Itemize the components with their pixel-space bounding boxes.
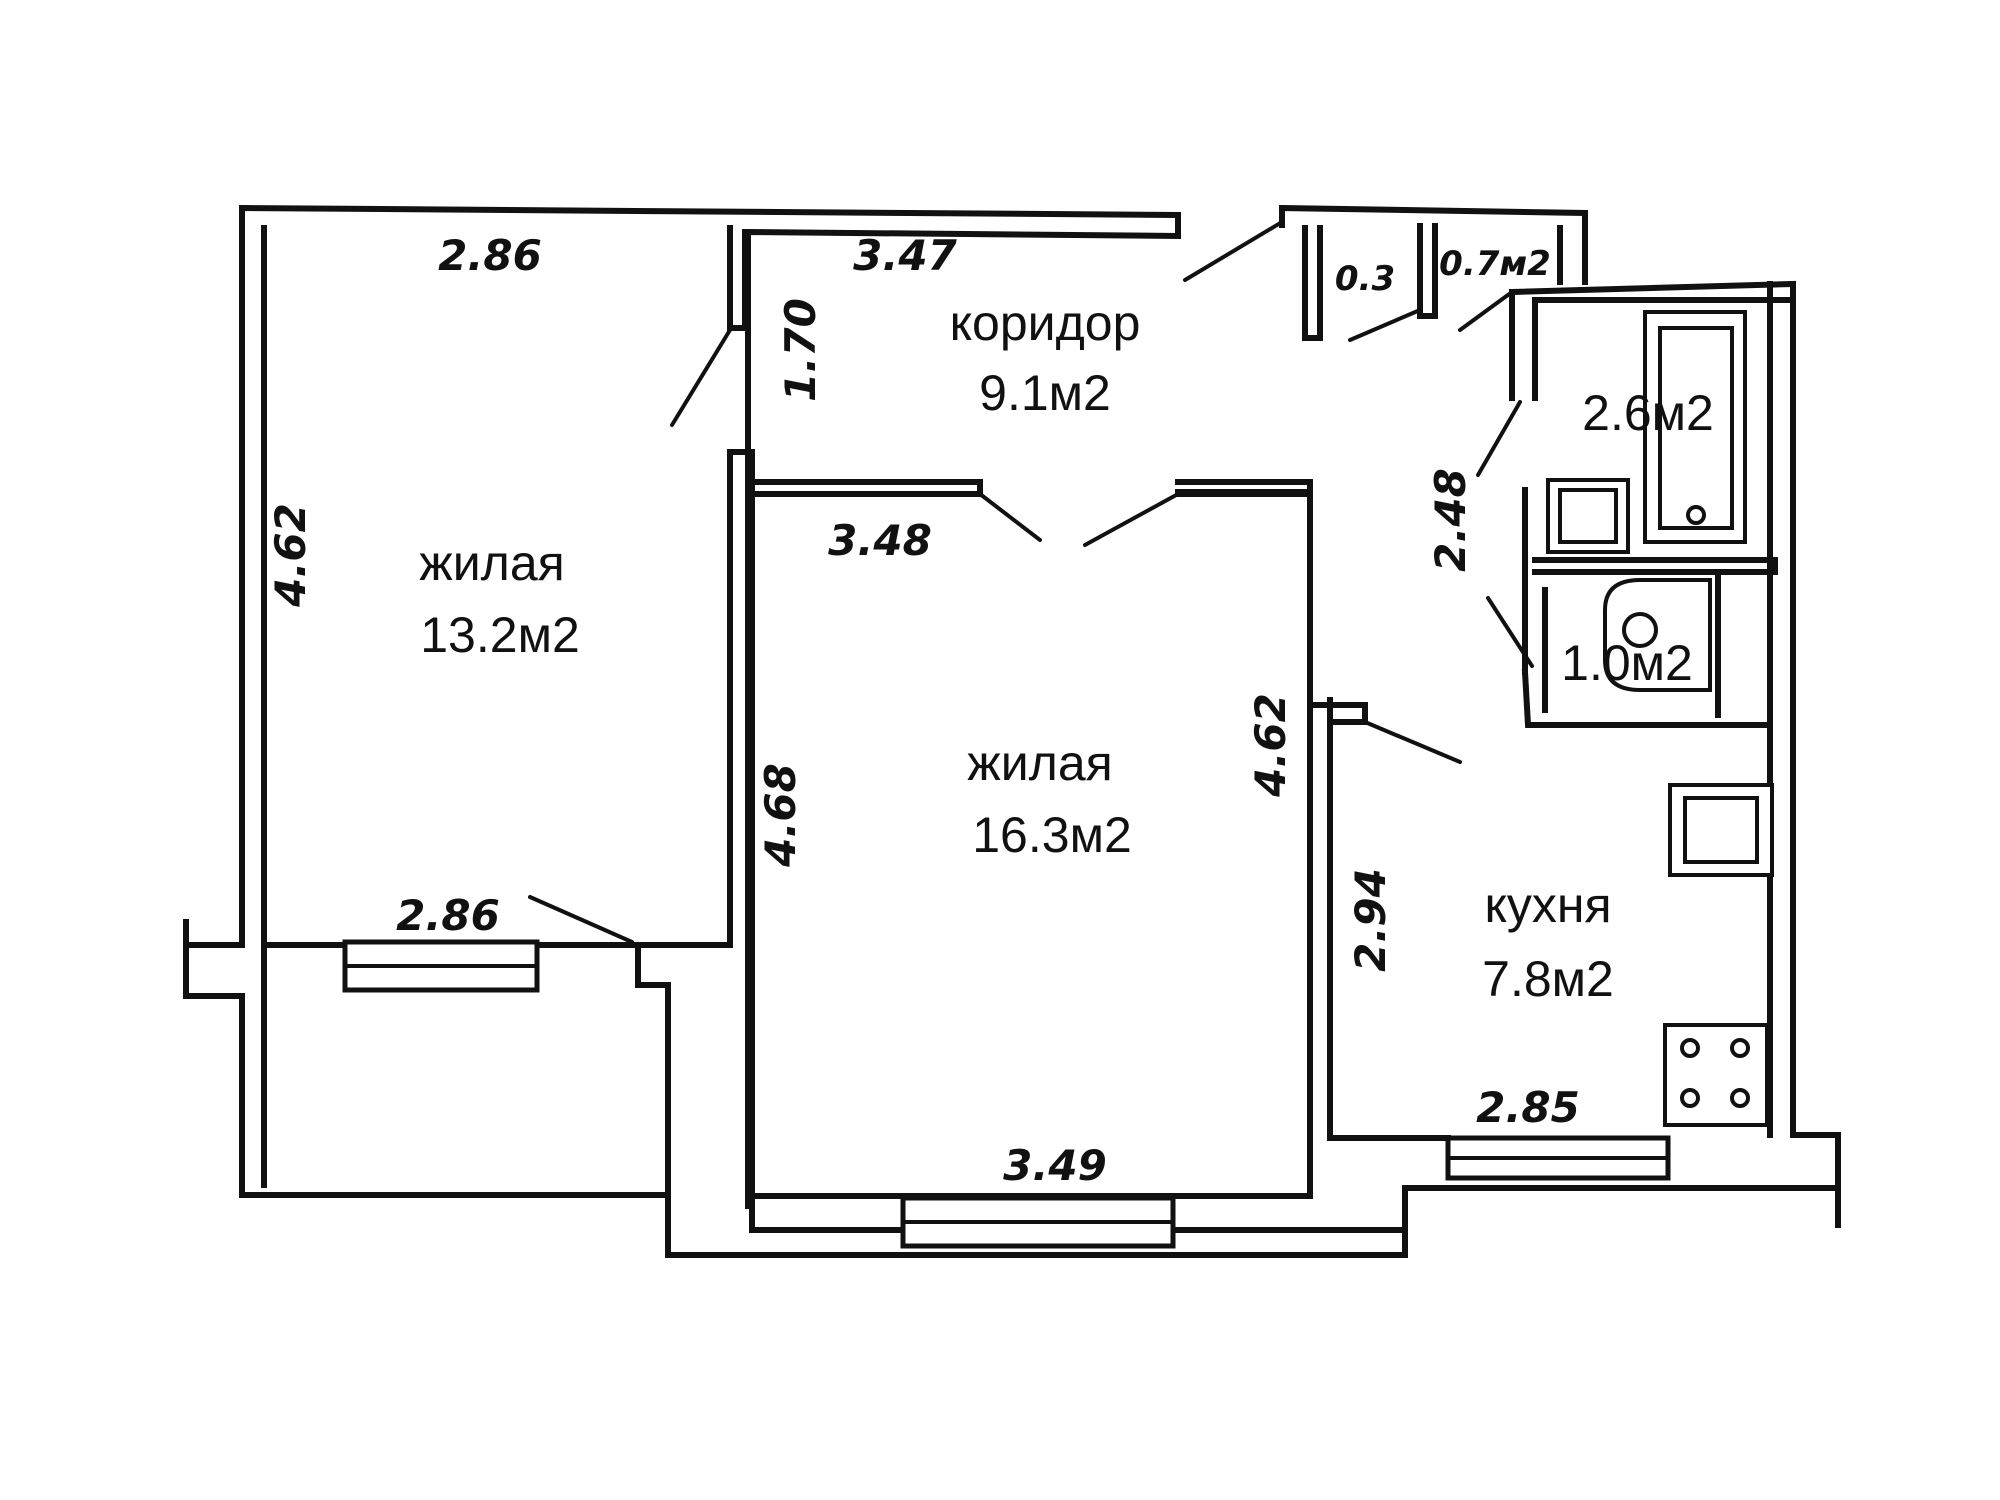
wall-closets [1278,204,1588,285]
toilet [1603,578,1712,692]
room-area-bathroom: 2.6м2 [1582,385,1714,441]
door-large-room-left [978,492,1042,542]
dim-small-top: 2.86 [438,231,542,280]
dim-small-bottom: 2.86 [396,891,500,940]
burner-3 [1680,1088,1700,1108]
dim-large-top: 3.48 [828,516,932,565]
burner-4 [1730,1088,1750,1108]
room-name-kitchen: кухня [1484,877,1611,933]
door-wc [1486,596,1534,668]
door-closet-a [1348,308,1422,342]
dim-large-right: 4.62 [1246,693,1295,798]
room-area-living-small: 13.2м2 [420,607,580,663]
room-name-corridor: коридор [950,295,1141,351]
dim-large-bottom: 3.49 [1003,1141,1107,1190]
balcony-wall [183,919,671,1198]
door-large-room-right [1083,492,1180,547]
wall-closet-a [1302,225,1323,341]
door-kitchen [1363,720,1462,764]
dimension-labels: 2.86 2.86 4.62 3.47 1.70 0.3 0.7м2 3.48 … [266,231,1580,1190]
door-entrance [1183,220,1284,282]
burner-1 [1680,1038,1700,1058]
dim-kitchen-side: 2.94 [1346,868,1395,972]
door-small-room [670,328,732,427]
room-area-living-large: 16.3м2 [972,807,1132,863]
door-balcony [528,895,634,944]
wall-large-top-left [749,479,983,497]
wall-large-top-right [1175,479,1313,497]
dim-corridor-top: 3.47 [853,231,957,280]
bath-drain [1686,505,1706,525]
wall-bottom-inner [749,1193,1408,1233]
bathtub-inner [1658,326,1734,530]
dim-bath-side: 2.48 [1426,468,1475,572]
room-area-kitchen: 7.8м2 [1482,951,1614,1007]
wall-bathroom [1508,280,1796,401]
wall-kitchen-left [1327,697,1451,1141]
wall-kitchen-right [1790,281,1841,1191]
room-labels: коридор 9.1м2 жилая 13.2м2 жилая 16.3м2 … [419,295,1714,1007]
room-area-wc: 1.0м2 [1561,635,1693,691]
door-closet-b [1458,290,1514,332]
dim-corridor-side: 1.70 [776,298,825,402]
dim-kitchen-bottom: 2.85 [1476,1083,1580,1132]
wall-top-left [238,204,1181,1209]
stove [1663,1023,1769,1127]
dim-small-left: 4.62 [266,503,315,608]
room-area-corridor: 9.1м2 [979,365,1111,421]
kitchen-sink-inner [1683,796,1759,864]
burner-2 [1730,1038,1750,1058]
wall-wc-bottom [1521,668,1773,775]
walls [183,204,1841,1258]
wall-small-room-right [635,455,733,1258]
wall-small-room-right-stub [727,225,748,331]
door-bathroom [1476,400,1522,477]
wall-kitchen-left-stub [1307,702,1368,725]
room-name-living-small: жилая [419,535,564,591]
room-name-living-large: жилая [967,735,1112,791]
wall-bath-wc-divider [1532,557,1778,575]
toilet-bowl [1622,612,1658,648]
dim-large-left: 4.68 [756,763,805,868]
wall-closet-b [1417,223,1438,319]
bathroom-sink-inner [1558,488,1618,544]
wall-bottom [665,1185,1841,1258]
doors [528,220,1534,944]
dim-closet-a: 0.3 [1335,259,1395,299]
fixtures [1546,310,1774,1127]
windows [342,939,1671,1249]
dim-closet-b: 0.7м2 [1439,244,1551,284]
